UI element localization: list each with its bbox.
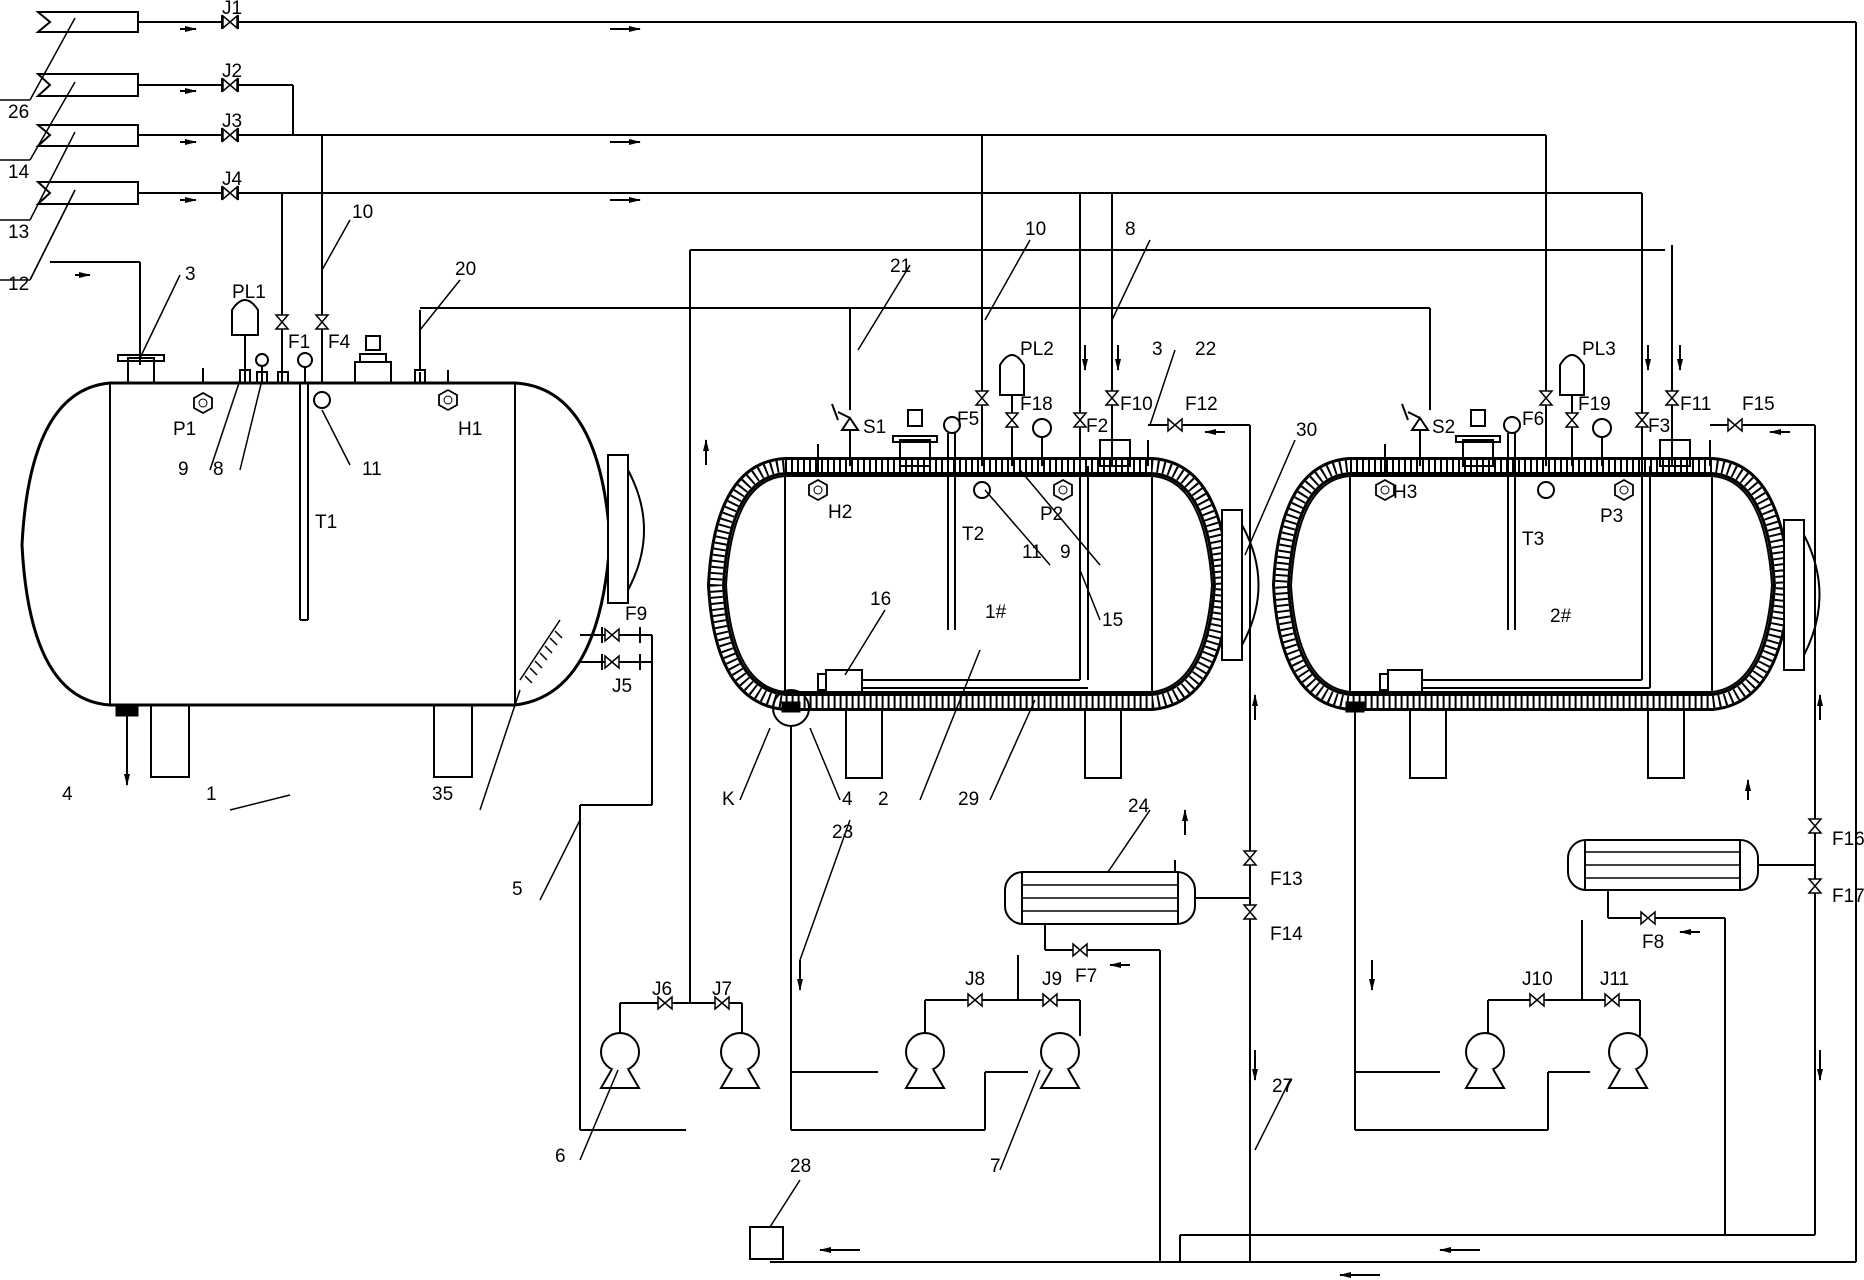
- label-23: 23: [832, 822, 853, 843]
- label-4-tank2: 4: [842, 789, 853, 810]
- label-J10: J10: [1522, 969, 1553, 990]
- label-13: 13: [8, 222, 29, 243]
- label-PL2: PL2: [1020, 339, 1054, 360]
- instrument-labels: PL1 P1 H1 T1 PL2 H2 T2 P2 PL3 H3 T3 P3: [173, 282, 1623, 550]
- label-P1: P1: [173, 419, 196, 440]
- label-J2: J2: [222, 61, 242, 82]
- label-H2: H2: [828, 502, 852, 523]
- label-F10: F10: [1120, 394, 1153, 415]
- label-4-tank1: 4: [62, 784, 73, 805]
- label-26: 26: [8, 102, 29, 123]
- label-11-tank1: 11: [362, 459, 382, 480]
- label-J7: J7: [712, 979, 732, 1000]
- label-P2: P2: [1040, 504, 1063, 525]
- label-F8: F8: [1642, 932, 1664, 953]
- interconnect-piping: [420, 193, 1856, 1278]
- label-22: 22: [1195, 339, 1216, 360]
- feed-headers: [0, 11, 1857, 1262]
- number-labels: 26 14 13 12 3 10 20 9 8 11 4 1 35 5 6 10…: [8, 102, 1572, 1177]
- label-T2: T2: [962, 524, 984, 545]
- label-F17: F17: [1832, 886, 1864, 907]
- label-35: 35: [432, 784, 453, 805]
- label-PL3: PL3: [1582, 339, 1616, 360]
- label-1: 1: [206, 784, 217, 805]
- label-24: 24: [1128, 796, 1150, 817]
- label-k: K: [722, 789, 735, 810]
- label-F14: F14: [1270, 924, 1303, 945]
- label-F2: F2: [1086, 416, 1108, 437]
- label-S1: S1: [863, 417, 886, 438]
- label-8-tank1: 8: [213, 459, 224, 480]
- label-J5: J5: [612, 676, 632, 697]
- label-F7: F7: [1075, 966, 1097, 987]
- label-2: 2: [878, 789, 889, 810]
- label-F9: F9: [625, 604, 647, 625]
- label-F3: F3: [1648, 416, 1670, 437]
- label-F15: F15: [1742, 394, 1775, 415]
- label-J11: J11: [1600, 969, 1629, 990]
- label-12: 12: [8, 274, 29, 295]
- label-7: 7: [990, 1156, 1001, 1177]
- label-28: 28: [790, 1156, 811, 1177]
- label-20: 20: [455, 259, 476, 280]
- label-30: 30: [1296, 420, 1317, 441]
- label-J6: J6: [652, 979, 672, 1000]
- label-T3: T3: [1522, 529, 1544, 550]
- label-16: 16: [870, 589, 891, 610]
- label-21: 21: [890, 256, 911, 277]
- label-F16: F16: [1832, 829, 1864, 850]
- label-S2: S2: [1432, 417, 1455, 438]
- label-J3: J3: [222, 111, 242, 132]
- label-14: 14: [8, 162, 30, 183]
- tank-3: [1271, 135, 1822, 1235]
- leader-lines: [29, 189, 1296, 1228]
- label-T1: T1: [315, 512, 337, 533]
- label-P3: P3: [1600, 506, 1623, 527]
- label-J1: J1: [222, 0, 242, 19]
- label-F13: F13: [1270, 869, 1303, 890]
- valve-labels: J1 J2 J3 J4 F1 F4 F9 J5 J6 J7 S1 F5 F18 …: [222, 0, 1864, 1000]
- label-10-tank1: 10: [352, 202, 373, 223]
- label-J4: J4: [222, 169, 243, 190]
- label-11-tank2: 11: [1022, 542, 1042, 563]
- label-29: 29: [958, 789, 979, 810]
- label-H3: H3: [1393, 482, 1417, 503]
- label-10-tank2: 10: [1025, 219, 1046, 240]
- label-J8: J8: [965, 969, 985, 990]
- tank-1: [20, 135, 686, 1131]
- label-J9: J9: [1042, 969, 1062, 990]
- label-5: 5: [512, 879, 523, 900]
- label-F18: F18: [1020, 394, 1053, 415]
- label-F4: F4: [328, 332, 351, 353]
- label-F6: F6: [1522, 409, 1544, 430]
- label-3-tank1: 3: [185, 264, 196, 285]
- label-3-tank2: 3: [1152, 339, 1163, 360]
- label-15: 15: [1102, 610, 1123, 631]
- label-F5: F5: [957, 409, 979, 430]
- pumps: [600, 1032, 1648, 1089]
- label-6: 6: [555, 1146, 566, 1167]
- label-F19: F19: [1578, 394, 1611, 415]
- label-9-tank1: 9: [178, 459, 189, 480]
- label-27: 27: [1272, 1076, 1293, 1097]
- label-H1: H1: [458, 419, 482, 440]
- label-PL1: PL1: [232, 282, 266, 303]
- label-F1: F1: [288, 332, 310, 353]
- tank1-mark: 1#: [985, 602, 1007, 623]
- label-F11: F11: [1680, 394, 1711, 415]
- label-F12: F12: [1185, 394, 1218, 415]
- tank2-mark: 2#: [1550, 606, 1572, 627]
- tank-2: [706, 135, 1260, 1250]
- label-9-tank2: 9: [1060, 542, 1071, 563]
- label-8-tank2: 8: [1125, 219, 1136, 240]
